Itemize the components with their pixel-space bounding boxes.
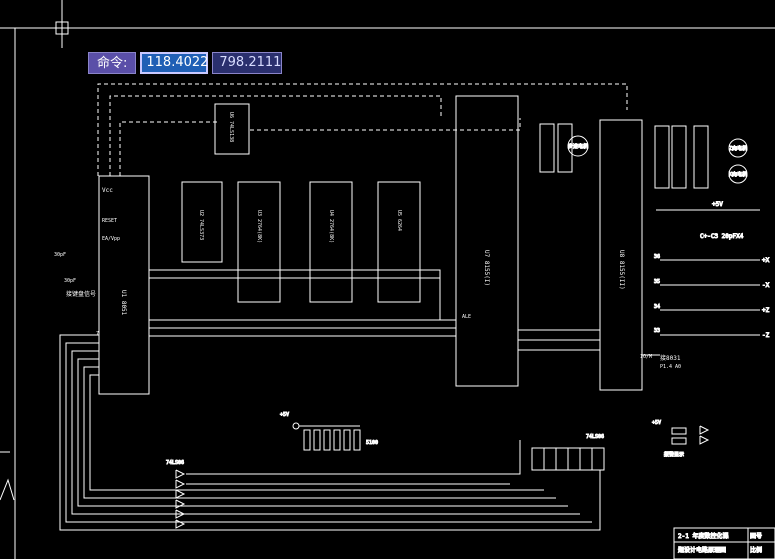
- axis-z-pos: +Z: [762, 307, 770, 314]
- address-data-bus: [149, 269, 660, 356]
- ea-label: EA/Vpp: [102, 236, 120, 242]
- key-signal-label: 接键盘信号: [66, 290, 96, 298]
- chip-u6-label: U6 74LS138: [228, 112, 234, 142]
- chip-u5-label: U5 6264: [396, 210, 402, 231]
- alarm-plus5v: +5V: [652, 420, 661, 426]
- pin36-label: 36: [654, 254, 660, 260]
- chip-u3-label: U3 2764(8K): [256, 210, 262, 243]
- crosshair-cursor: [0, 0, 150, 48]
- coordinate-y-input[interactable]: 798.2111: [212, 52, 283, 74]
- command-bar: 命令: 118.4022 798.2111: [88, 52, 283, 74]
- fault-label: 接8031: [660, 354, 681, 362]
- fault-pin: P1.4 A0: [660, 364, 681, 370]
- vcc-label: Vcc: [102, 187, 113, 194]
- title-block-scale: 比例: [750, 546, 762, 554]
- axis-x-pos: +X: [762, 257, 770, 264]
- axis-x-neg: -X: [762, 282, 770, 289]
- ale-label: ALE: [462, 314, 471, 320]
- chip-u8-8155-ii[interactable]: U8 8155(II) IO/M: [599, 119, 652, 391]
- motor-x-label: X向电机: [729, 171, 747, 178]
- axis-z-neg: -Z: [762, 332, 770, 339]
- chip-u7-8155-i[interactable]: U7 8155(I) ALE: [455, 95, 519, 387]
- chip-u3-2764[interactable]: U3 2764(8K): [237, 181, 281, 303]
- pin33-label: 33: [654, 328, 660, 334]
- io-label: IO/M: [640, 354, 652, 360]
- chip-u1-8051[interactable]: U1 8051 Vcc RESET EA/Vpp 7: [96, 175, 150, 395]
- plus5v-led-label: +5V: [280, 412, 289, 418]
- step-motor-label: 步进电机: [568, 143, 588, 150]
- crystal-cap-1: 30pF: [54, 252, 66, 258]
- cap-note: C+-C3 20pFX4: [700, 233, 744, 240]
- chip-u5-6264[interactable]: U5 6264: [377, 181, 421, 303]
- title-block-line-1: 2-1 年度数控化课: [678, 532, 728, 540]
- ls06-label: 74LS06: [586, 434, 604, 440]
- title-block: 2-1 年度数控化课 题设计电路原理图 图号 比例: [673, 527, 775, 559]
- chip-u2-74ls373[interactable]: U2 74LS373: [181, 181, 223, 263]
- coordinate-x-input[interactable]: 118.4022: [140, 52, 208, 74]
- chip-u4-label: U4 2764(8K): [328, 210, 334, 243]
- port-bus-wires: [59, 334, 601, 531]
- led-resistor-bank: +5V 5100: [280, 412, 379, 451]
- chip-u6-74ls138[interactable]: U6 74LS138: [214, 103, 250, 155]
- crystal-cap-2: 30pF: [64, 278, 76, 284]
- chip-u1-label: U1 8051: [120, 290, 127, 316]
- title-block-figure: 图号: [750, 533, 762, 540]
- title-block-line-2: 题设计电路原理图: [678, 546, 726, 554]
- stepper-driver-blocks: 步进电机 Z向电机 X向电机: [539, 123, 748, 189]
- seven-seg-displays: 74LS06: [531, 434, 605, 471]
- chip-u4-2764[interactable]: U4 2764(8K): [309, 181, 353, 303]
- chip-u2-label: U2 74LS373: [198, 210, 204, 240]
- dashed-bus: [97, 83, 628, 176]
- alarm-led: +5V 报警显示: [652, 420, 710, 459]
- pin34-label: 34: [654, 304, 660, 310]
- limit-switches: +5V C+-C3 20pFX4 36 35 34 33 +X -X +Z -Z: [654, 201, 771, 340]
- ls06-buffers: 74LS06: [166, 460, 186, 529]
- motor-z-label: Z向电机: [729, 145, 747, 152]
- ls06b-label: 74LS06: [166, 460, 184, 466]
- drawing-frame: [0, 27, 775, 559]
- alarm-label: 报警显示: [664, 451, 684, 458]
- reset-label: RESET: [102, 218, 117, 224]
- chip-u7-label: U7 8155(I): [483, 250, 490, 286]
- plus5v-label: +5V: [712, 201, 723, 208]
- chip-u8-label: U8 8155(II): [618, 250, 625, 290]
- pin35-label: 35: [654, 279, 660, 285]
- pin7-label: 7: [96, 331, 99, 337]
- r5100-label: 5100: [366, 440, 378, 446]
- command-prompt-label: 命令:: [88, 52, 137, 74]
